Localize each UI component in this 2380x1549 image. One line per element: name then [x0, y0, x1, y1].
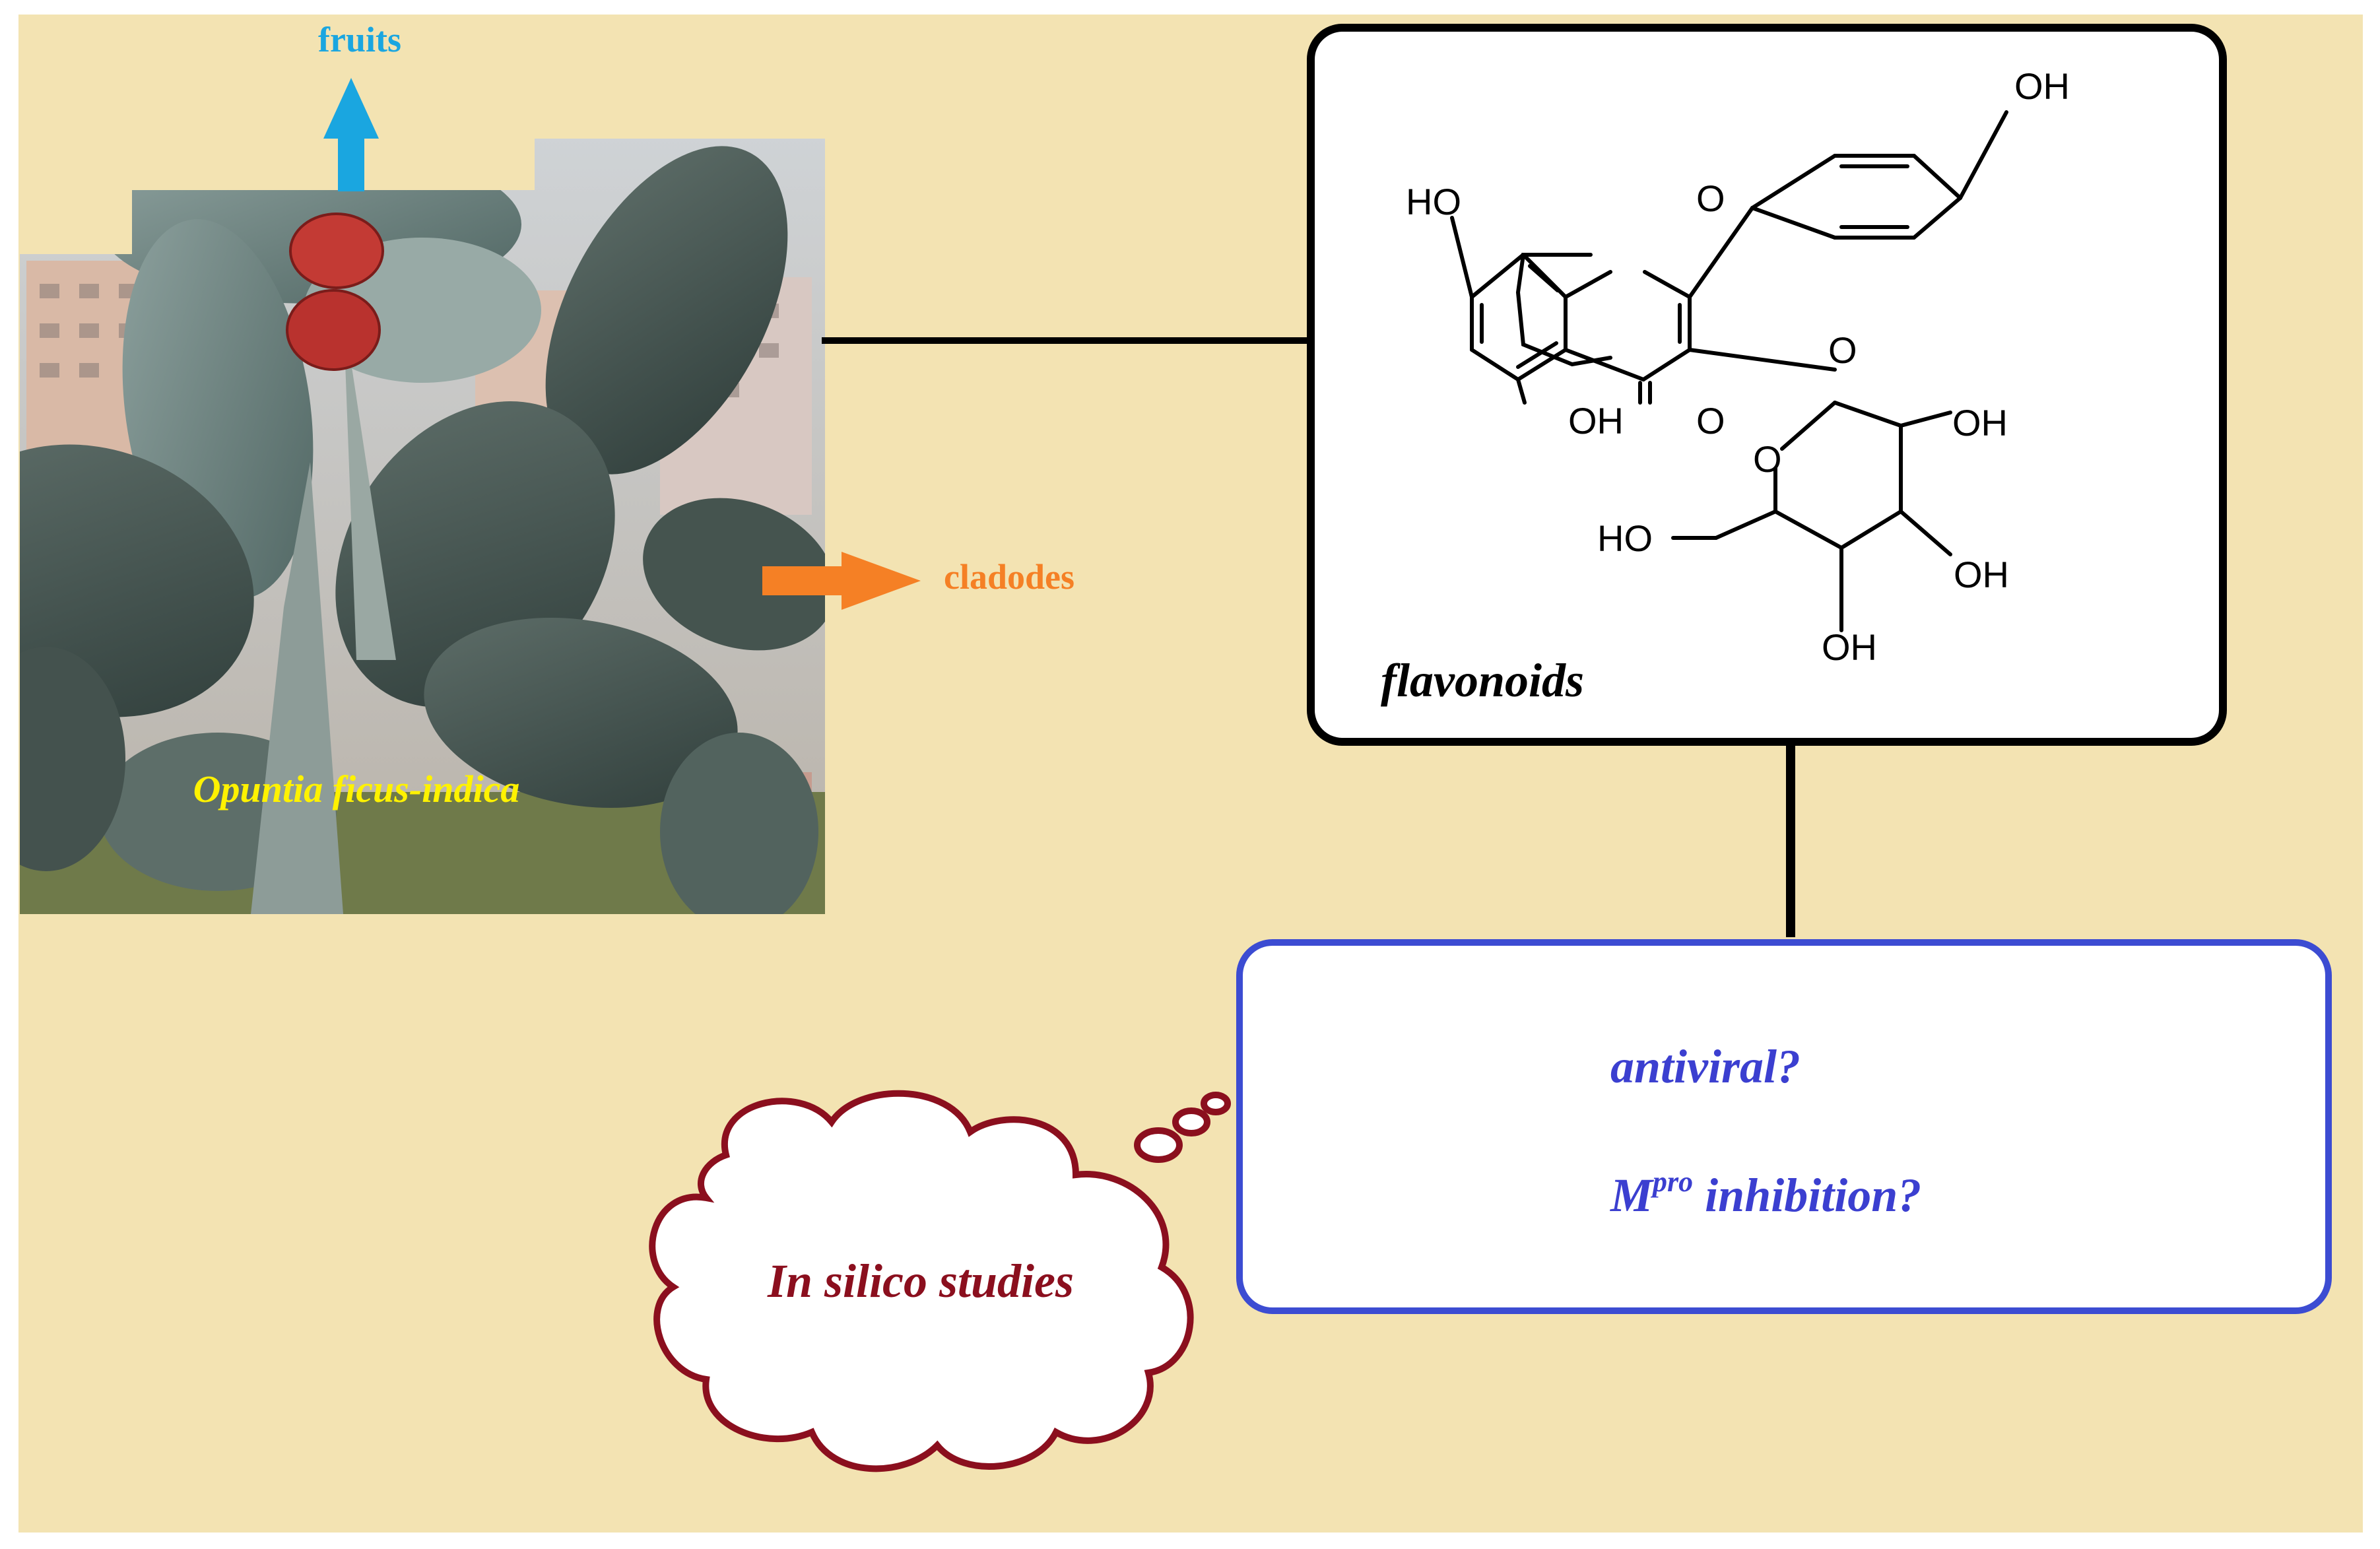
atom-o-carbonyl: O — [1696, 400, 1725, 442]
molecule-box — [1307, 24, 2227, 746]
atom-ho-ch2: HO — [1597, 517, 1653, 559]
atom-oh-sugar-3: OH — [1954, 554, 2009, 595]
atom-ho-a: HO — [1406, 181, 1461, 222]
question-box — [1236, 939, 2332, 1314]
atom-o-ring: O — [1696, 178, 1725, 219]
thought-bubble — [649, 1090, 1231, 1472]
fruits-label: fruits — [318, 20, 401, 59]
atom-oh-c5: OH — [1568, 400, 1624, 442]
molecule-caption: flavonoids — [1381, 654, 1584, 707]
cladodes-label: cladodes — [944, 557, 1074, 597]
atom-oh-b: OH — [2014, 65, 2070, 107]
atom-o-glycosidic: O — [1828, 329, 1857, 371]
thought-text: In silico studies — [767, 1255, 1074, 1307]
mpro-superscript: pro — [1650, 1166, 1693, 1198]
atom-labels: HO O OH OH O O O OH HO OH OH — [1406, 65, 2070, 668]
mpro-rest: inhibition? — [1693, 1169, 1921, 1222]
atom-o-sugar: O — [1753, 438, 1782, 480]
mpro-base: M — [1610, 1169, 1655, 1222]
atom-oh-sugar-2: OH — [1952, 402, 2008, 444]
opuntia-photo — [20, 139, 825, 914]
atom-oh-sugar-4: OH — [1822, 626, 1877, 668]
species-label: Opuntia ficus-indica — [193, 768, 520, 810]
question-line-antiviral: antiviral? — [1610, 1040, 1801, 1093]
cladodes-arrow — [762, 552, 921, 610]
kaempferol-glucoside-structure — [1450, 110, 2008, 632]
question-line-mpro: Mpro inhibition? — [1610, 1166, 1921, 1222]
fruits-arrow — [323, 78, 379, 191]
